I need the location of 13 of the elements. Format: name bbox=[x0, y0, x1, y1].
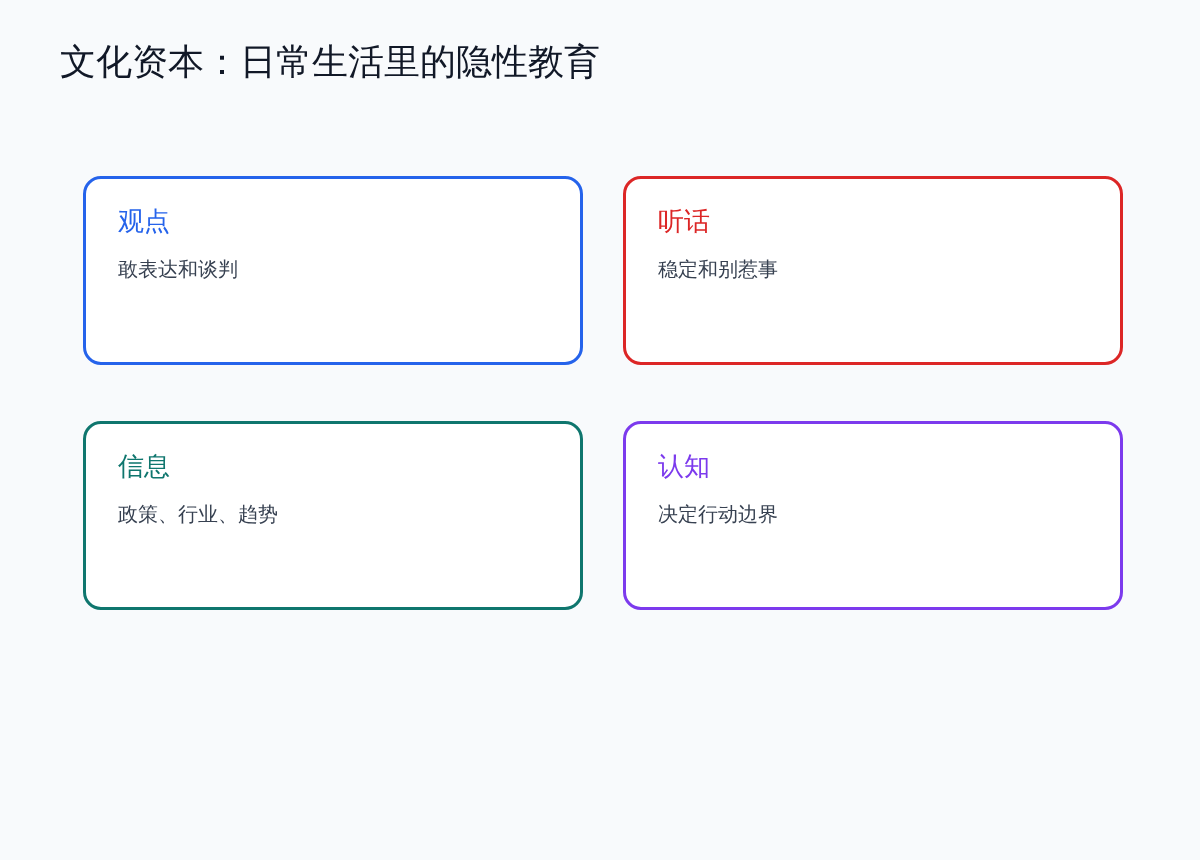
card-heading: 信息 bbox=[118, 450, 170, 483]
info-card bbox=[83, 421, 583, 610]
diagram-title: 文化资本：日常生活里的隐性教育 bbox=[60, 40, 600, 84]
info-card bbox=[623, 176, 1123, 365]
card-heading: 观点 bbox=[118, 205, 170, 238]
info-card bbox=[83, 176, 583, 365]
card-heading: 认知 bbox=[658, 450, 710, 483]
card-heading: 听话 bbox=[658, 205, 710, 238]
card-description: 政策、行业、趋势 bbox=[118, 501, 278, 528]
info-card bbox=[623, 421, 1123, 610]
card-description: 敢表达和谈判 bbox=[118, 256, 238, 283]
card-description: 稳定和别惹事 bbox=[658, 256, 778, 283]
card-description: 决定行动边界 bbox=[658, 501, 778, 528]
